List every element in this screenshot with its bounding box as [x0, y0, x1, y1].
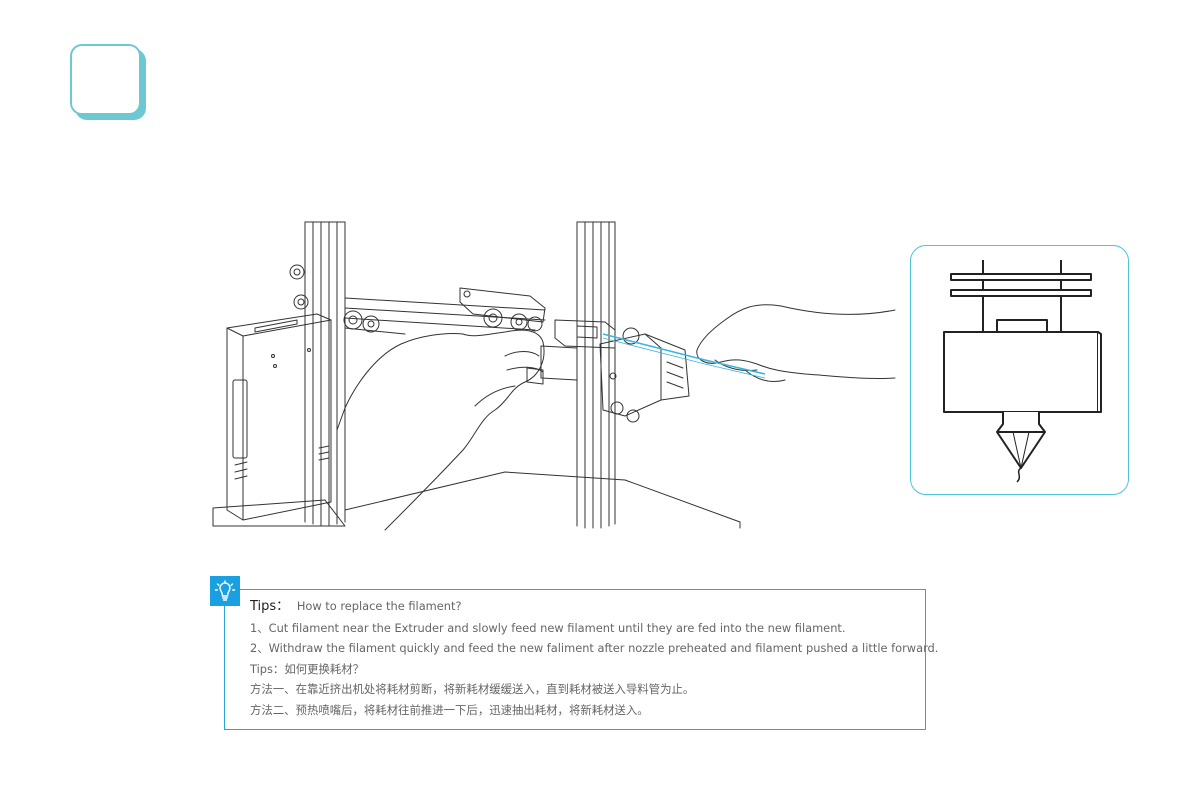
extruder	[554, 319, 616, 349]
tips-line-3: Tips：如何更换耗材？	[250, 661, 365, 676]
nozzle-diagram	[943, 260, 1102, 483]
nozzle-inset	[910, 245, 1129, 495]
extruder-illustration	[212, 221, 896, 531]
control-box	[226, 313, 332, 521]
fin-top	[950, 273, 1092, 281]
nozzle-tip	[996, 412, 1046, 469]
tips-heading-row: Tips： How to replace the filament?	[250, 596, 920, 618]
left-hand	[336, 329, 545, 531]
print-bed	[344, 471, 741, 529]
tips-content: Tips： How to replace the filament? 1、Cut…	[250, 596, 939, 720]
fin-bottom	[950, 289, 1092, 297]
filament-tip	[1016, 467, 1022, 483]
right-rail	[576, 221, 616, 529]
heater-block	[943, 331, 1099, 413]
tips-line-2: 2、Withdraw the filament quickly and feed…	[250, 641, 939, 655]
tips-box	[224, 589, 926, 730]
tips-title: Tips：	[250, 599, 290, 614]
printer-base	[212, 499, 346, 527]
tips-line-1: 1、Cut filament near the Extruder and slo…	[250, 620, 846, 635]
tips-badge	[210, 576, 240, 606]
right-hand	[696, 304, 896, 380]
step-badge	[70, 44, 146, 120]
carriage	[459, 287, 546, 323]
lightbulb-icon	[214, 580, 236, 601]
tips-question: How to replace the filament?	[296, 599, 462, 613]
step-badge-face	[70, 44, 141, 115]
tips-line-5: 方法二、预热喷嘴后，将耗材往前推进一下后，迅速抽出耗材，将新耗材送入。	[250, 702, 649, 717]
x-axis-beam	[344, 297, 546, 335]
filament-strand	[602, 333, 766, 375]
left-rail	[304, 221, 346, 527]
tips-line-4: 方法一、在靠近挤出机处将耗材剪断，将新耗材缓缓送入，直到耗材被送入导料管为止。	[250, 682, 695, 696]
